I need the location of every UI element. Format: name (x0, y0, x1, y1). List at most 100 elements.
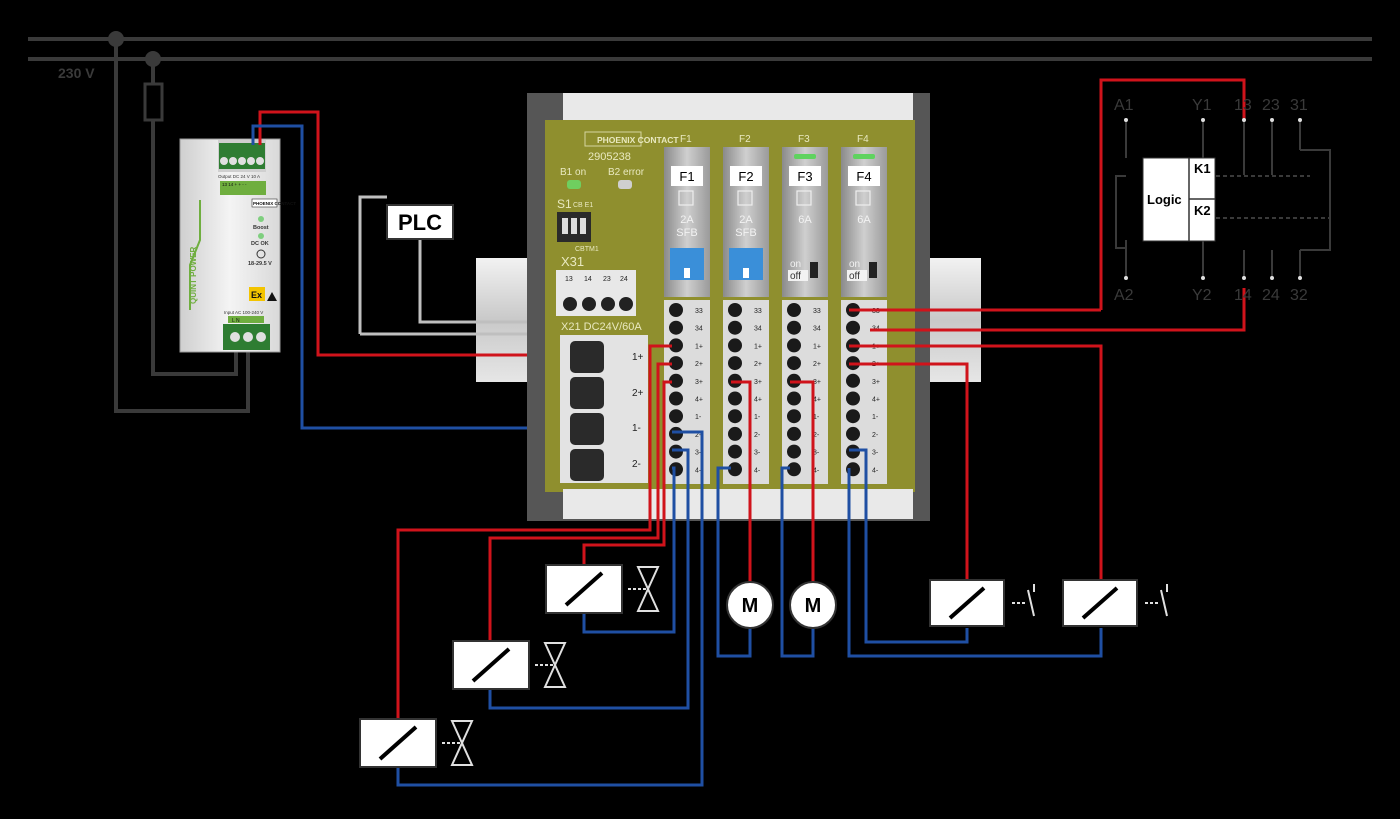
terminal-label: 34 (813, 326, 821, 333)
terminal-label: 1- (872, 414, 879, 421)
psu-boost-label: Boost (253, 225, 269, 231)
channel-type: SFB (676, 227, 697, 239)
switch-label: S1 (557, 197, 572, 211)
terminal-hole (846, 426, 860, 441)
led-b2 (618, 180, 632, 189)
coil-slash (948, 586, 986, 620)
wire (396, 344, 672, 720)
contact-icon (1027, 589, 1035, 617)
terminal-hole (787, 320, 801, 335)
terminal-hole (728, 409, 742, 424)
terminal-label: 1+ (695, 343, 703, 350)
channel-led (794, 154, 816, 159)
terminal-label: 3+ (872, 379, 880, 386)
wire (396, 430, 704, 787)
x31-pin-24: 24 (620, 276, 628, 283)
switch-sub: CB E1 (573, 202, 593, 209)
terminal-label: 4+ (754, 397, 762, 404)
terminal-hole (787, 303, 801, 317)
channel-breaker-lever[interactable] (684, 268, 690, 278)
terminal-hole (846, 373, 860, 388)
coil-slash (471, 647, 511, 683)
valve-icon (636, 566, 660, 612)
terminal-hole (846, 409, 860, 424)
relay-bot-32: 32 (1290, 287, 1308, 304)
terminal-hole (787, 338, 801, 353)
x31-pin-23: 23 (603, 276, 611, 283)
relay-bot-14: 14 (1234, 287, 1252, 304)
terminal-label: 33 (813, 308, 821, 315)
wire (582, 380, 672, 565)
terminal-hole (728, 320, 742, 335)
terminal-hole (846, 444, 860, 459)
power-supply-unit: Output DC 24 V 10 A 13 14 + + - - PHOENI… (179, 138, 296, 353)
terminal-label: 3- (872, 450, 879, 457)
channel-toggle[interactable] (810, 262, 818, 278)
terminal-hole (669, 462, 683, 477)
x21-2minus: 2- (632, 459, 641, 470)
ex-mark-icon (249, 287, 265, 301)
terminal-label: 1- (695, 414, 702, 421)
psu-output-terminals: 13 14 + + - - (222, 182, 247, 187)
mains-label: 230 V (58, 65, 95, 81)
terminal-hole (669, 338, 683, 353)
terminal-hole (728, 444, 742, 459)
psu-negative-wire (251, 124, 575, 430)
terminal-hole (728, 356, 742, 371)
x31-pin-14: 14 (584, 276, 592, 283)
channel-rating: 2A (739, 214, 753, 226)
terminal-label: 1- (813, 414, 820, 421)
terminal-label: 3- (813, 450, 820, 457)
wire (849, 362, 969, 580)
wire (849, 344, 1103, 580)
relay-bot-a2: A2 (1114, 287, 1134, 304)
relay-bot-24: 24 (1262, 287, 1280, 304)
relay-bot-y2: Y2 (1192, 287, 1212, 304)
module-brand: PHOENIX CONTACT (597, 135, 679, 145)
psu-positive-wire (258, 110, 575, 357)
terminal-hole (728, 462, 742, 477)
terminal-label: 2- (695, 432, 702, 439)
relay-top-a1: A1 (1114, 97, 1134, 114)
logic-label: Logic (1147, 192, 1182, 207)
terminal-label: 2+ (813, 361, 821, 368)
x21-1plus: 1+ (632, 352, 644, 363)
channel-logo-icon (796, 190, 812, 206)
terminal-label: 4+ (813, 397, 821, 404)
plc-label: PLC (398, 210, 442, 235)
switch-bottom: CBTM1 (575, 246, 599, 253)
relay-top-13: 13 (1234, 97, 1252, 114)
psu-product-line: QUINT POWER (189, 246, 198, 304)
channel-tag-box (848, 166, 880, 186)
channel-top-label: F1 (680, 134, 692, 145)
terminal-label: 4- (754, 467, 761, 474)
x21-label: X21 DC24V/60A (561, 321, 642, 333)
psu-input-label: Input AC 100-240 V (224, 310, 263, 315)
channel-breaker-lever[interactable] (743, 268, 749, 278)
terminal-hole (787, 426, 801, 441)
wire (790, 380, 815, 582)
terminal-label: 34 (754, 326, 762, 333)
terminal-label: 3+ (695, 379, 703, 386)
channel-rating: 6A (798, 214, 812, 226)
terminal-hole (787, 462, 801, 477)
terminal-hole (728, 426, 742, 441)
terminal-label: 33 (754, 308, 762, 315)
module-part-number: 2905238 (588, 151, 631, 163)
terminal-hole (728, 338, 742, 353)
terminal-label: 3- (695, 450, 702, 457)
terminal-hole (669, 373, 683, 388)
psu-dcok-label: DC OK (251, 241, 269, 247)
terminal-hole (787, 391, 801, 406)
terminal-label: 2+ (695, 361, 703, 368)
channel-tag-box (730, 166, 762, 186)
wire (731, 380, 752, 582)
terminal-hole (669, 320, 683, 335)
wire (847, 468, 1103, 658)
terminal-label: 1+ (813, 343, 821, 350)
wire (716, 466, 752, 658)
channel-top-label: F3 (798, 134, 810, 145)
channel-toggle[interactable] (869, 262, 877, 278)
psu-input-terminals: L N (232, 318, 240, 324)
